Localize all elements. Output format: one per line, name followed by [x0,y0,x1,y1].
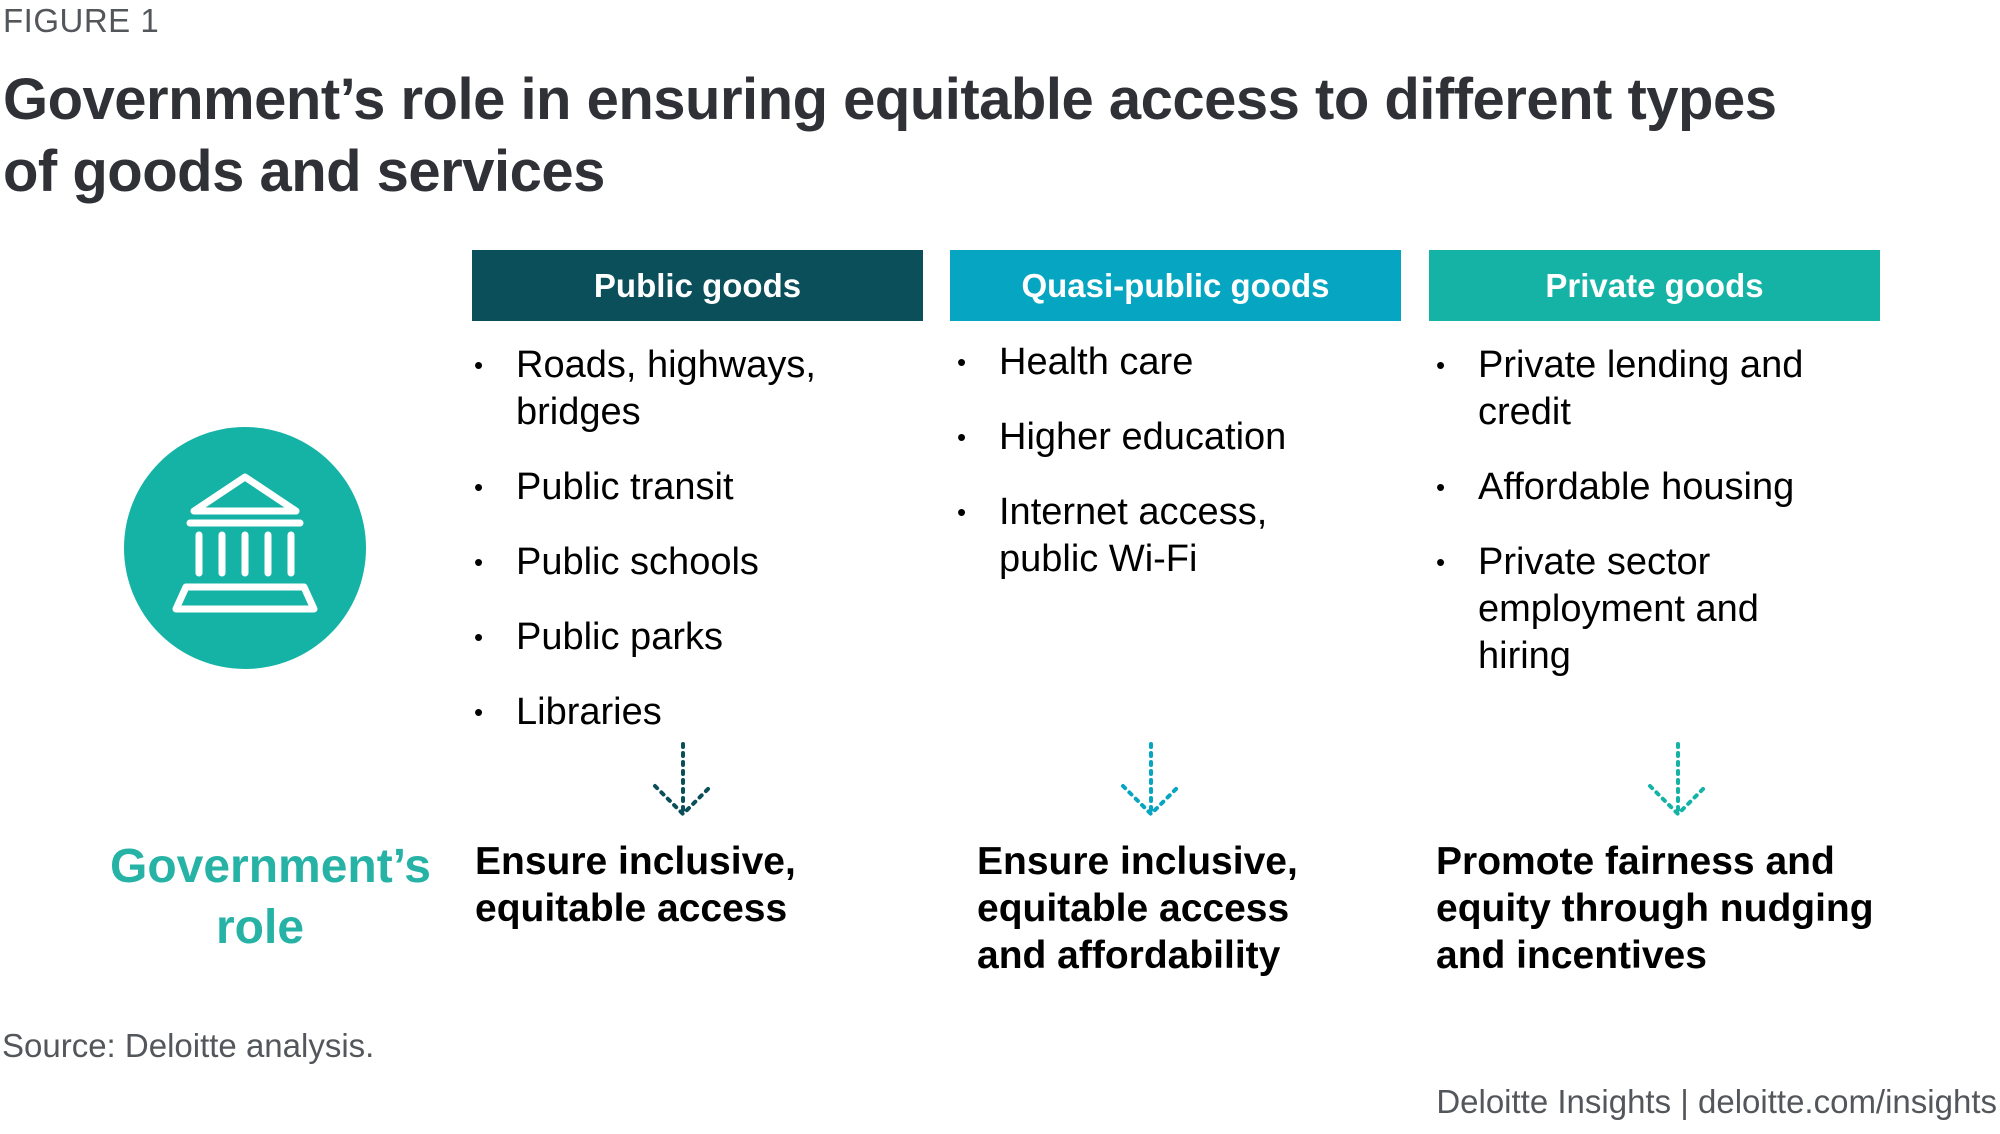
government-building-icon [124,427,366,669]
arrow-down-icon [1646,742,1710,818]
quasi-public-goods-role: Ensure inclusive, equitable access and a… [977,840,1298,977]
column-header-public-goods: Public goods [472,250,923,321]
list-item: Internet access, public Wi-Fi [957,489,1337,583]
quasi-public-goods-list: Health care Higher education Internet ac… [957,339,1337,611]
arrow-down-icon [651,742,715,818]
list-item: Public schools [474,539,904,586]
private-goods-role: Promote fairness and equity through nudg… [1436,840,1874,977]
arrow-down-icon [1119,742,1183,818]
list-item: Public parks [474,614,904,661]
figure-title: Government’s role in ensuring equitable … [3,67,1777,204]
list-item: Higher education [957,414,1337,461]
column-header-private-goods: Private goods [1429,250,1880,321]
list-item: Public transit [474,464,904,511]
column-header-quasi-public-goods: Quasi-public goods [950,250,1401,321]
list-item: Roads, highways, bridges [474,342,904,436]
list-item: Health care [957,339,1337,386]
public-goods-list: Roads, highways, bridges Public transit … [474,342,904,764]
public-goods-role: Ensure inclusive, equitable access [475,840,796,930]
list-item: Private lending and credit [1436,342,1836,436]
figure-label: FIGURE 1 [3,2,160,39]
footer-credit: Deloitte Insights | deloitte.com/insight… [1436,1083,1997,1120]
private-goods-list: Private lending and credit Affordable ho… [1436,342,1836,708]
list-item: Private sector employment and hiring [1436,539,1836,680]
source-note: Source: Deloitte analysis. [2,1027,375,1064]
government-role-label: Government’s role [110,840,431,954]
list-item: Affordable housing [1436,464,1836,511]
list-item: Libraries [474,689,904,736]
